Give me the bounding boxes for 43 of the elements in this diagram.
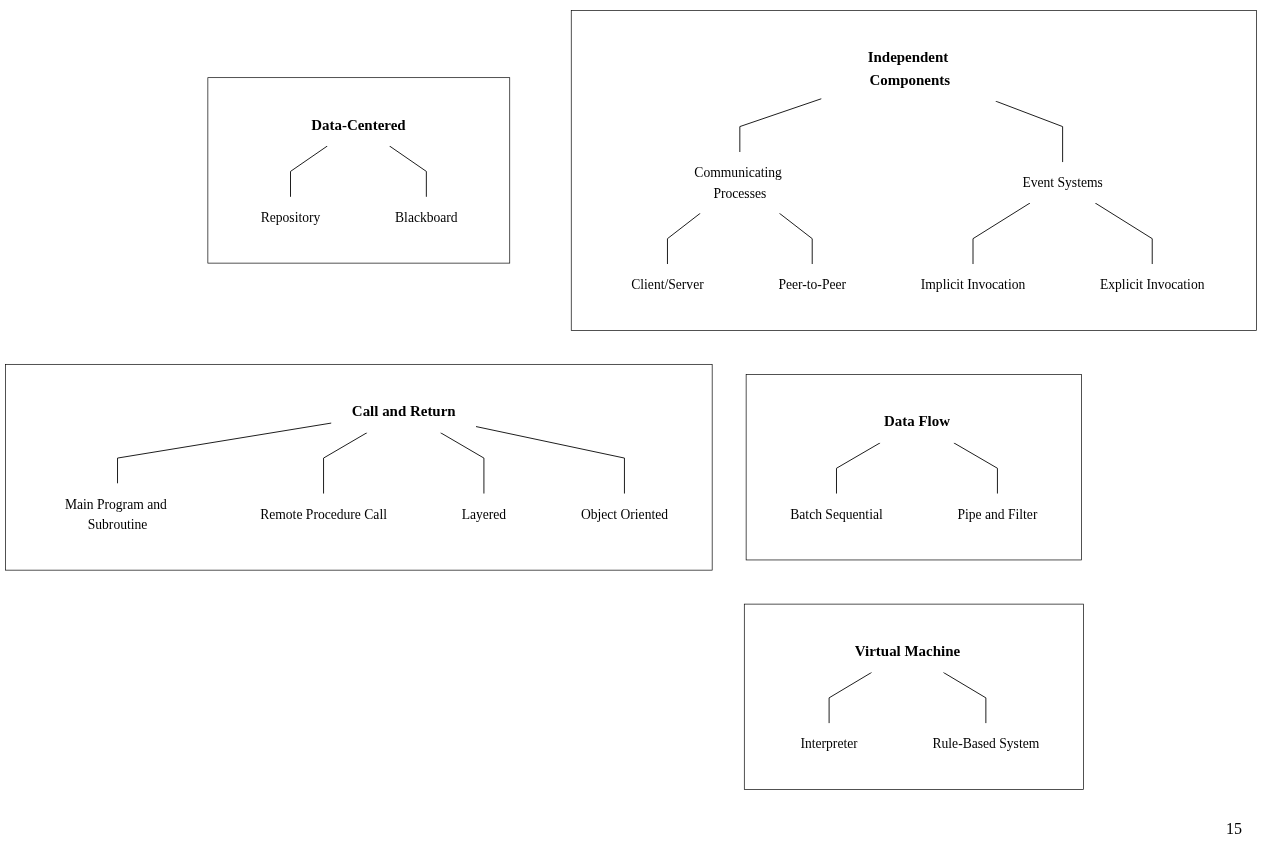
- node-text: Remote Procedure Call: [260, 506, 387, 522]
- connector: [323, 432, 368, 495]
- node-text: Interpreter: [800, 736, 858, 752]
- node-text: Explicit Invocation: [1100, 277, 1205, 292]
- node-text: Implicit Invocation: [920, 277, 1026, 292]
- node-text: Data Flow: [884, 412, 950, 430]
- connector: [995, 100, 1064, 163]
- connector: [475, 426, 625, 495]
- node-text: Communicating Processes: [694, 164, 782, 201]
- node-text: Repository: [260, 209, 321, 225]
- node-text: Client/Server: [631, 277, 704, 292]
- connector: [942, 671, 987, 724]
- node-text: Pipe and Filter: [957, 506, 1038, 522]
- connector: [953, 442, 998, 495]
- node-text: Layered: [461, 506, 507, 522]
- page-number: 15: [1226, 820, 1242, 837]
- connector: [836, 442, 881, 495]
- node-text: Batch Sequential: [790, 506, 883, 522]
- node-text: Independent Components: [867, 48, 951, 89]
- connector: [389, 145, 427, 198]
- node-text: Event Systems: [1022, 175, 1103, 191]
- cluster: [570, 10, 1257, 331]
- node-text: Rule-Based System: [932, 736, 1040, 752]
- connector: [667, 212, 701, 265]
- connector: [1094, 202, 1153, 265]
- node-text: Object Oriented: [580, 506, 669, 522]
- connector: [828, 671, 873, 724]
- node-text: Call and Return: [351, 402, 456, 420]
- connector: [439, 432, 485, 495]
- node-text: Data-Centered: [311, 116, 406, 134]
- node-text: Main Program and Subroutine: [64, 496, 167, 532]
- cluster: [744, 603, 1084, 790]
- connector: [778, 212, 813, 265]
- node-text: Peer-to-Peer: [778, 277, 847, 292]
- cluster: [745, 374, 1082, 561]
- cluster: [207, 77, 511, 264]
- node-text: Blackboard: [395, 209, 458, 225]
- connector: [739, 98, 822, 153]
- cluster: [5, 364, 713, 571]
- connector: [290, 145, 328, 198]
- node-text: Virtual Machine: [854, 642, 961, 660]
- connector: [972, 202, 1031, 265]
- connector: [117, 422, 332, 484]
